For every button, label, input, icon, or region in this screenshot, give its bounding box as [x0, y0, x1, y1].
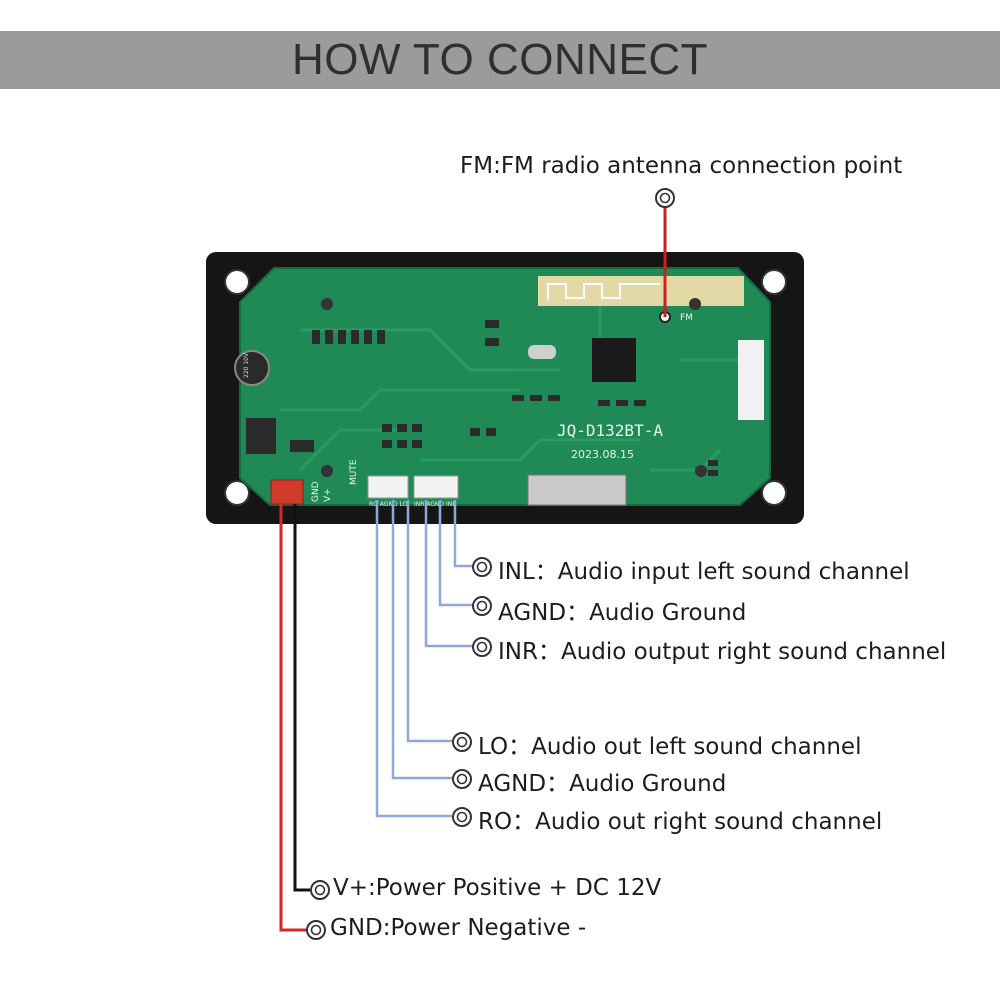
agnd-in-callout: AGND：Audio Ground: [498, 600, 747, 626]
audio-out-connector: [367, 475, 409, 499]
bluetooth-antenna: [538, 276, 744, 306]
vplus-callout: V+:Power Positive + DC 12V: [333, 875, 662, 901]
inl-callout: INL：Audio input left sound channel: [498, 559, 910, 585]
wire-lo: [406, 500, 452, 743]
vplus-mark: V+: [323, 488, 333, 502]
gnd-wire: [279, 504, 306, 932]
mount-hole: [224, 480, 250, 506]
board-model: JQ-D132BT-A: [557, 421, 663, 440]
screw: [321, 298, 333, 310]
in-pin-marks: INR AGND INL: [414, 501, 456, 508]
fm-target-icon: [655, 188, 675, 208]
power-connector: [270, 479, 304, 505]
main-chip: [592, 338, 636, 382]
wire-agnd-out: [391, 500, 452, 780]
header-bar: [0, 31, 1000, 89]
page-title: HOW TO CONNECT: [291, 35, 709, 84]
pcb-traces: [280, 300, 740, 472]
smd-components: [246, 320, 718, 476]
agnd-out-callout: AGND：Audio Ground: [478, 771, 727, 797]
lo-callout: LO：Audio out left sound channel: [478, 734, 862, 760]
mount-hole: [761, 480, 787, 506]
side-connector: [738, 340, 764, 420]
target-icon: [306, 557, 492, 940]
inr-callout: INR：Audio output right sound channel: [498, 639, 947, 665]
wire-ro: [375, 500, 452, 818]
screw: [689, 298, 701, 310]
wire-inl: [453, 500, 472, 568]
signal-wires: [375, 500, 472, 818]
antenna-trace: [547, 283, 660, 300]
fm-callout: FM:FM radio antenna connection point: [460, 153, 903, 179]
mute-mark: MUTE: [349, 459, 359, 485]
crystal: [528, 345, 556, 359]
gnd-callout: GND:Power Negative -: [330, 915, 587, 941]
vplus-wire: [293, 504, 310, 892]
card-slot: [527, 474, 627, 506]
screw: [695, 465, 707, 477]
mount-hole: [224, 269, 250, 295]
gnd-mark: GND: [311, 481, 321, 502]
board-date: 2023.08.15: [571, 448, 634, 461]
out-pin-marks: RO AGND LO: [369, 501, 408, 508]
ro-callout: RO：Audio out right sound channel: [478, 809, 883, 835]
audio-in-connector: [413, 475, 459, 499]
capacitor: [234, 350, 270, 386]
mount-hole: [761, 269, 787, 295]
fm-mark: FM: [680, 313, 693, 323]
wire-inr: [424, 500, 472, 648]
screw: [321, 465, 333, 477]
capacitor-mark: 220 10V: [243, 352, 250, 378]
wire-agnd-in: [438, 500, 472, 607]
